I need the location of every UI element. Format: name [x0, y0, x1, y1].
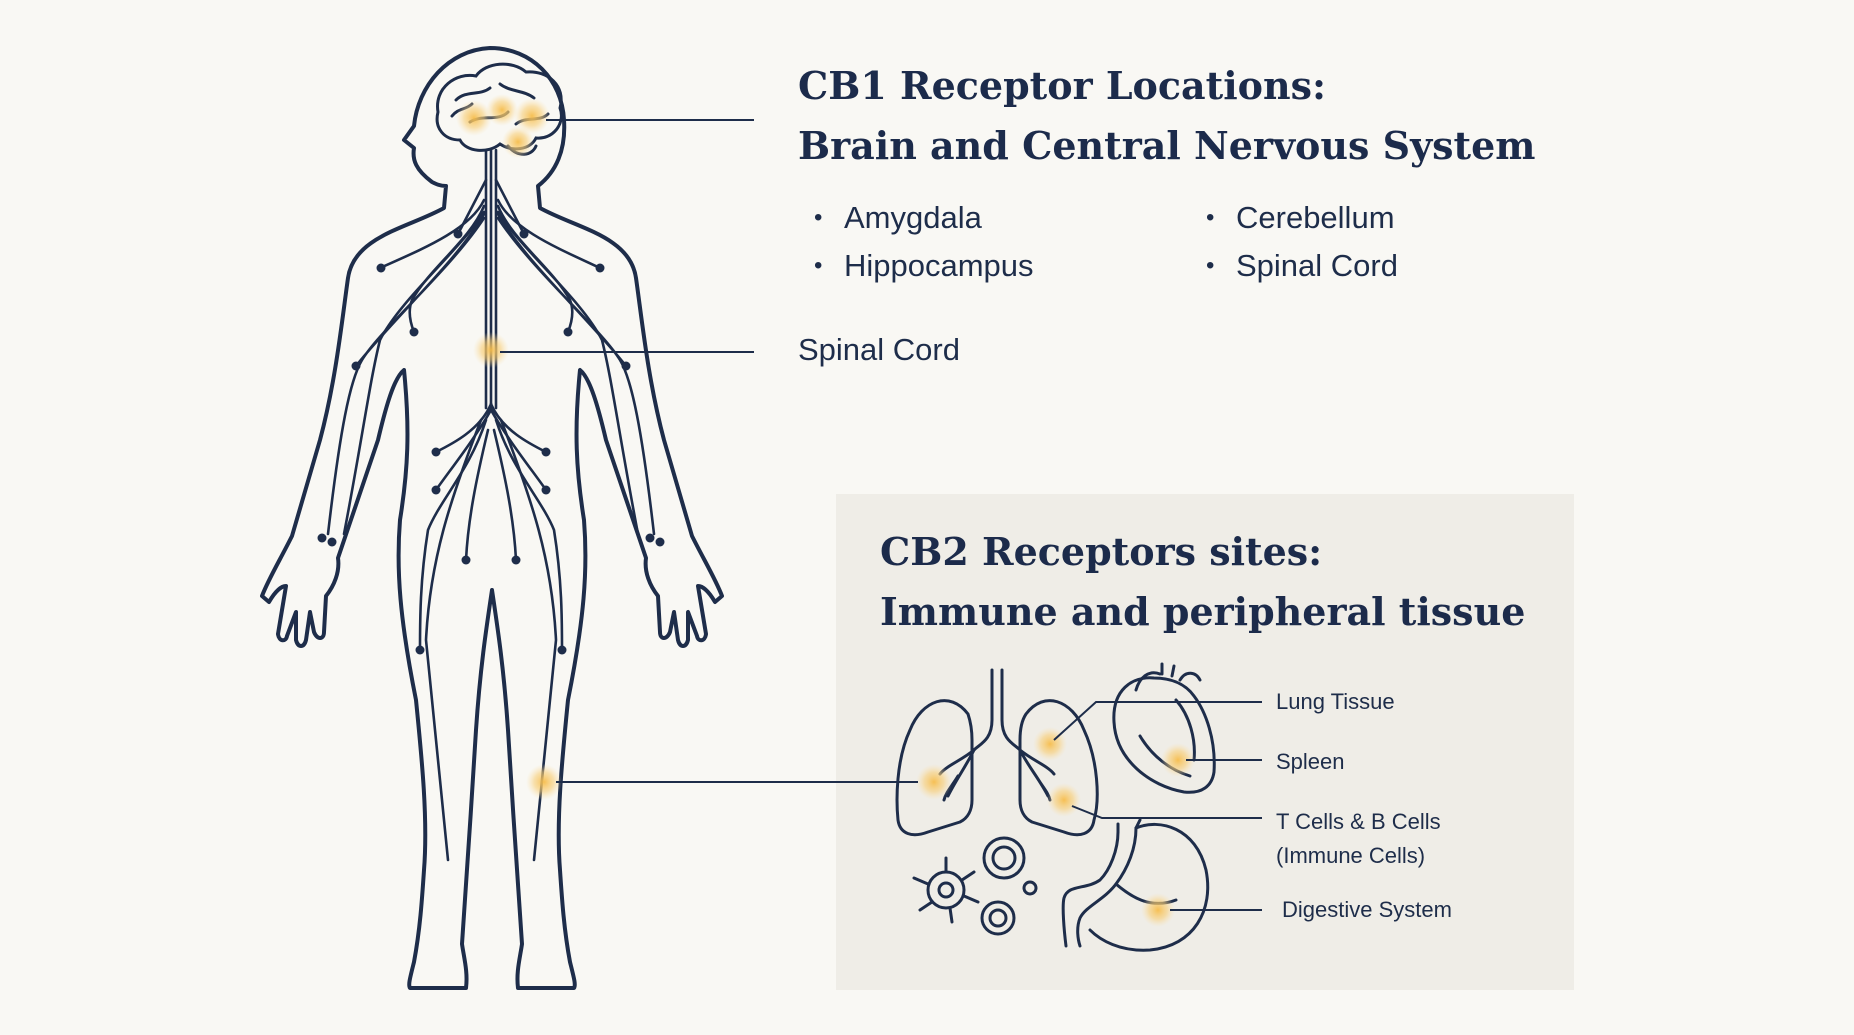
- spinal-cord-label: Spinal Cord: [798, 332, 960, 367]
- bullet-cerebellum: Cerebellum: [1206, 194, 1398, 242]
- cb1-leader-lines: [500, 119, 754, 353]
- cb2-highlights: [916, 727, 1195, 927]
- cb1-bullet-list-left: Amygdala Hippocampus: [814, 194, 1034, 290]
- nervous-system-nerves: [326, 148, 656, 862]
- heart-icon: [1112, 662, 1216, 794]
- human-body-outline-icon: [260, 46, 724, 990]
- cb1-title-line2: Brain and Central Nervous System: [798, 123, 1536, 168]
- receptor-highlights: [456, 94, 562, 800]
- cb2-title-line1: CB2 Receptors sites:: [880, 529, 1323, 574]
- cb1-title-line1: CB1 Receptor Locations:: [798, 63, 1327, 108]
- cb2-title-line2: Immune and peripheral tissue: [880, 589, 1526, 634]
- immune-cell-icon: [912, 836, 1038, 936]
- bullet-spinal-cord: Spinal Cord: [1206, 242, 1398, 290]
- stomach-icon: [1061, 818, 1210, 952]
- bullet-amygdala: Amygdala: [814, 194, 1034, 242]
- spleen-label: Spleen: [1276, 749, 1345, 774]
- cb1-bullet-list-right: Cerebellum Spinal Cord: [1206, 194, 1398, 290]
- digestive-system-label: Digestive System: [1282, 897, 1452, 922]
- nerve-endings: [317, 229, 665, 655]
- cb2-leader-lines: [556, 701, 1262, 911]
- immune-cells-label-line2: (Immune Cells): [1276, 843, 1426, 868]
- bullet-hippocampus: Hippocampus: [814, 242, 1034, 290]
- immune-cells-label-line1: T Cells & B Cells: [1276, 809, 1441, 834]
- lungs-icon: [895, 668, 1099, 837]
- lung-tissue-label: Lung Tissue: [1276, 689, 1395, 714]
